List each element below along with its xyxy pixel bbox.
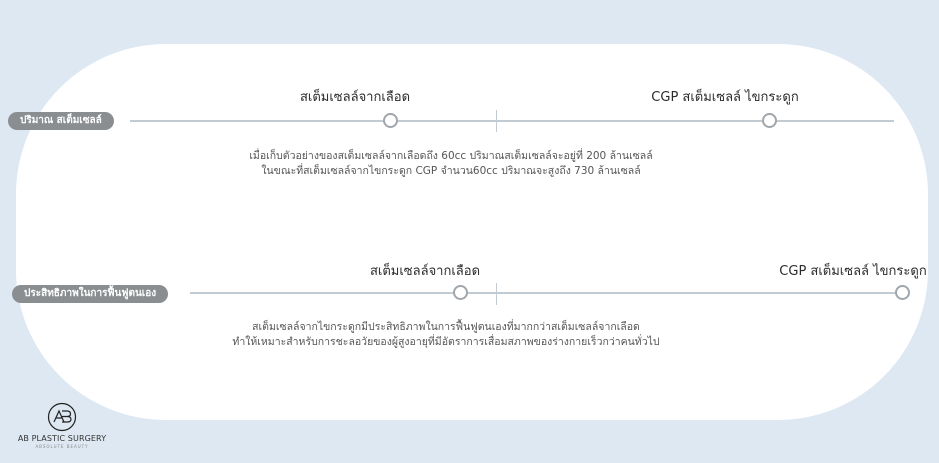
row-label-pill: ปริมาณ สเต็มเซลล์ xyxy=(8,112,114,130)
description-line: ในขณะที่สเต็มเซลล์จากไขกระดูก CGP จำนวน6… xyxy=(261,165,641,177)
description-line: สเต็มเซลล์จากไขกระดูกมีประสิทธิภาพในการฟ… xyxy=(252,321,640,333)
timeline-point-bone-marrow xyxy=(762,113,777,128)
description-line: ทำให้เหมาะสำหรับการชะลอวัยของผู้สูงอายุท… xyxy=(232,336,660,348)
timeline-midpoint-tick xyxy=(496,110,497,132)
row-description: เมื่อเก็บตัวอย่างของสเต็มเซลล์จากเลือดถึ… xyxy=(249,149,652,179)
timeline-line xyxy=(190,292,902,294)
timeline-point-blood xyxy=(383,113,398,128)
brand-name: AB PLASTIC SURGERY xyxy=(17,434,107,443)
description-line: เมื่อเก็บตัวอย่างของสเต็มเซลล์จากเลือดถึ… xyxy=(249,150,653,162)
timeline-midpoint-tick xyxy=(496,283,497,305)
row-label-pill: ประสิทธิภาพในการฟื้นฟูตนเอง xyxy=(12,285,169,303)
content-card xyxy=(16,44,928,420)
point-label-blood: สเต็มเซลล์จากเลือด xyxy=(299,90,411,105)
monogram-icon xyxy=(47,402,77,432)
point-label-blood: สเต็มเซลล์จากเลือด xyxy=(369,264,481,279)
brand-tagline: ABSOLUTE BEAUTY xyxy=(35,444,89,449)
timeline-point-blood xyxy=(453,285,468,300)
point-label-bone-marrow: CGP สเต็มเซลล์ ไขกระดูก xyxy=(779,264,927,279)
timeline-line xyxy=(130,120,894,122)
point-label-bone-marrow: CGP สเต็มเซลล์ ไขกระดูก xyxy=(651,90,799,105)
timeline-point-bone-marrow xyxy=(895,285,910,300)
brand-logo: AB PLASTIC SURGERY ABSOLUTE BEAUTY xyxy=(10,402,114,449)
row-description: สเต็มเซลล์จากไขกระดูกมีประสิทธิภาพในการฟ… xyxy=(232,320,659,350)
